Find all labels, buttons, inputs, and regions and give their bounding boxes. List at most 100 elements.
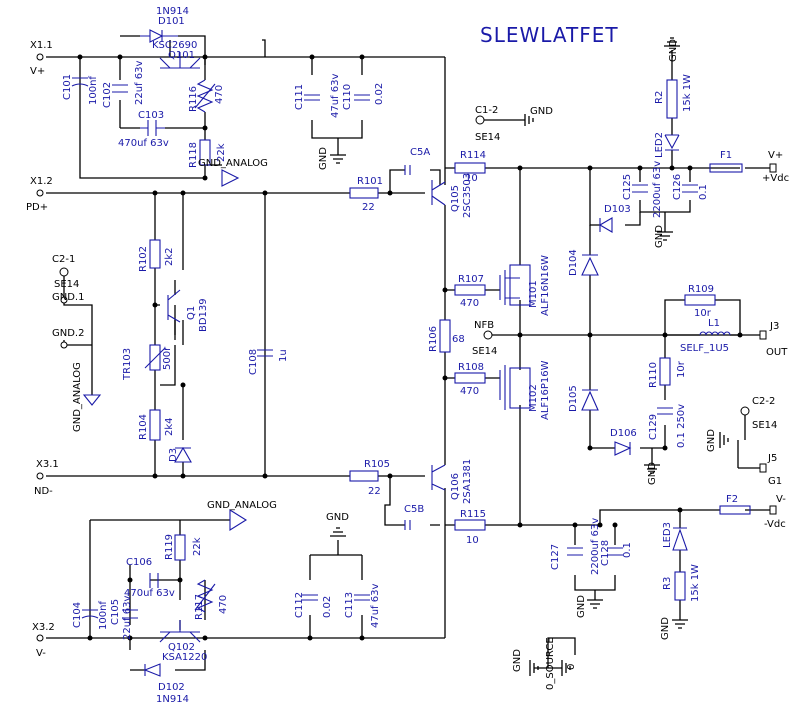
junction-dots: [77, 54, 743, 641]
label-r2: R2: [654, 91, 665, 104]
label-d101: D101: [158, 16, 185, 27]
label-r101-val: 22: [362, 202, 375, 213]
label-q102: Q102: [168, 642, 195, 653]
label-r106-val: 68: [452, 334, 465, 345]
label-l1: L1: [708, 318, 720, 329]
port-x3-1: X3.1: [36, 459, 59, 470]
label-c102-val: 22uf 63v: [134, 61, 145, 105]
label-c104: C104: [72, 602, 83, 628]
label-r102: R102: [138, 246, 149, 272]
label-c105-val: 22uf 63v: [122, 596, 133, 640]
label-r107-val: 470: [460, 298, 479, 309]
label-c128-val: 0.1: [622, 542, 633, 558]
label-q105: Q105: [450, 185, 461, 212]
label-c108-val: 1u: [278, 349, 289, 362]
label-gnd-r3: GND: [660, 617, 671, 640]
label-d102-type: 1N914: [156, 694, 189, 705]
port-minus-vdc: -Vdc: [764, 519, 786, 530]
label-r117: R117: [194, 594, 205, 620]
label-c125: C125: [622, 174, 633, 200]
label-q101: Q101: [168, 50, 195, 61]
port-c1-2: C1-2: [475, 105, 498, 116]
label-r119: R119: [164, 534, 175, 560]
label-c110: C110: [342, 84, 353, 110]
label-se14-a: SE14: [54, 279, 79, 290]
label-r2-val: 15k 1W: [682, 74, 693, 112]
port-vminus-out: V-: [776, 494, 786, 505]
label-r107: R107: [458, 274, 484, 285]
label-d102: D102: [158, 682, 185, 693]
label-q106-type: 2SA1381: [462, 459, 473, 504]
port-gnd-2: GND.2: [52, 328, 84, 339]
label-q105-type: 2SC3503: [462, 173, 473, 218]
port-x1-2: X1.2: [30, 176, 53, 187]
label-r116: R116: [188, 86, 199, 112]
label-c113-val: 47uf 63v: [370, 584, 381, 628]
label-q1-type: BD139: [198, 298, 209, 332]
label-gnd-c1: GND: [530, 106, 553, 117]
label-r110: R110: [648, 362, 659, 388]
port-pd-plus: PD+: [26, 202, 48, 213]
label-r104: R104: [138, 414, 149, 440]
label-c105: C105: [110, 599, 121, 625]
label-c126: C126: [672, 174, 683, 200]
label-r114-val: 10: [465, 173, 478, 184]
label-gnd-r2: GND: [668, 39, 679, 62]
label-gnd-source: GND: [512, 649, 523, 672]
wires: [46, 35, 770, 671]
label-se14-c: SE14: [472, 346, 497, 357]
label-gnd-analog-3: GND_ANALOG: [72, 362, 83, 432]
port-vminus-in: V-: [36, 648, 46, 659]
component-symbols: [71, 29, 751, 677]
label-c108: C108: [248, 349, 259, 375]
label-r117-val: 470: [218, 595, 229, 614]
port-plus-vdc: +Vdc: [762, 173, 789, 184]
label-d104: D104: [568, 249, 579, 276]
label-m102: M102: [528, 384, 539, 412]
label-q101-type: KSC2690: [152, 40, 197, 51]
port-vplus-out: V+: [768, 150, 783, 161]
label-led2: LED2: [654, 132, 665, 158]
port-j5: J5: [767, 453, 777, 464]
ground-symbols: [82, 37, 729, 676]
label-r109-val: 10r: [694, 308, 712, 319]
label-q1: Q1: [186, 306, 197, 320]
label-r3: R3: [662, 577, 673, 590]
label-tr103-val: 500r: [162, 346, 173, 370]
label-led3: LED3: [662, 522, 673, 548]
label-f2: F2: [726, 494, 738, 505]
label-c127-val: 2200uf 63v: [590, 518, 601, 575]
label-r110-val: 10r: [676, 360, 687, 378]
label-c104-val: 100nf: [98, 601, 109, 630]
label-r115: R115: [460, 509, 486, 520]
label-m102-type: ALF16P16W: [540, 360, 551, 420]
label-m101-type: ALF16N16W: [540, 255, 551, 316]
label-r105: R105: [364, 459, 390, 470]
label-r118: R118: [188, 142, 199, 168]
port-g1: G1: [768, 476, 782, 487]
port-nfb: NFB: [474, 320, 494, 331]
label-c5a: C5A: [410, 147, 430, 158]
label-gnd-analog-2: GND_ANALOG: [207, 500, 277, 511]
label-r105-val: 22: [368, 486, 381, 497]
label-c103: C103: [138, 110, 164, 121]
label-r119-val: 22k: [192, 537, 203, 556]
port-x1-1: X1.1: [30, 40, 53, 51]
connector-pads: [36, 53, 777, 642]
label-r104-val: 2k4: [164, 417, 175, 436]
label-c106: C106: [126, 557, 152, 568]
label-gnd-c127: GND: [576, 595, 587, 618]
label-gnd-j5: GND: [706, 429, 717, 452]
label-gnd-c112: GND: [326, 512, 349, 523]
label-c106-val: 470uf 63v: [124, 588, 175, 599]
label-tr103: TR103: [122, 348, 133, 381]
label-c127: C127: [550, 544, 561, 570]
label-f1: F1: [720, 150, 732, 161]
label-r3-val: 15k 1W: [690, 564, 701, 602]
port-x3-2: X3.2: [32, 622, 55, 633]
port-nd-minus: ND-: [34, 486, 53, 497]
label-l1-val: SELF_1U5: [680, 343, 729, 354]
label-c110-val: 0.02: [374, 83, 385, 105]
label-m101: M101: [528, 280, 539, 308]
